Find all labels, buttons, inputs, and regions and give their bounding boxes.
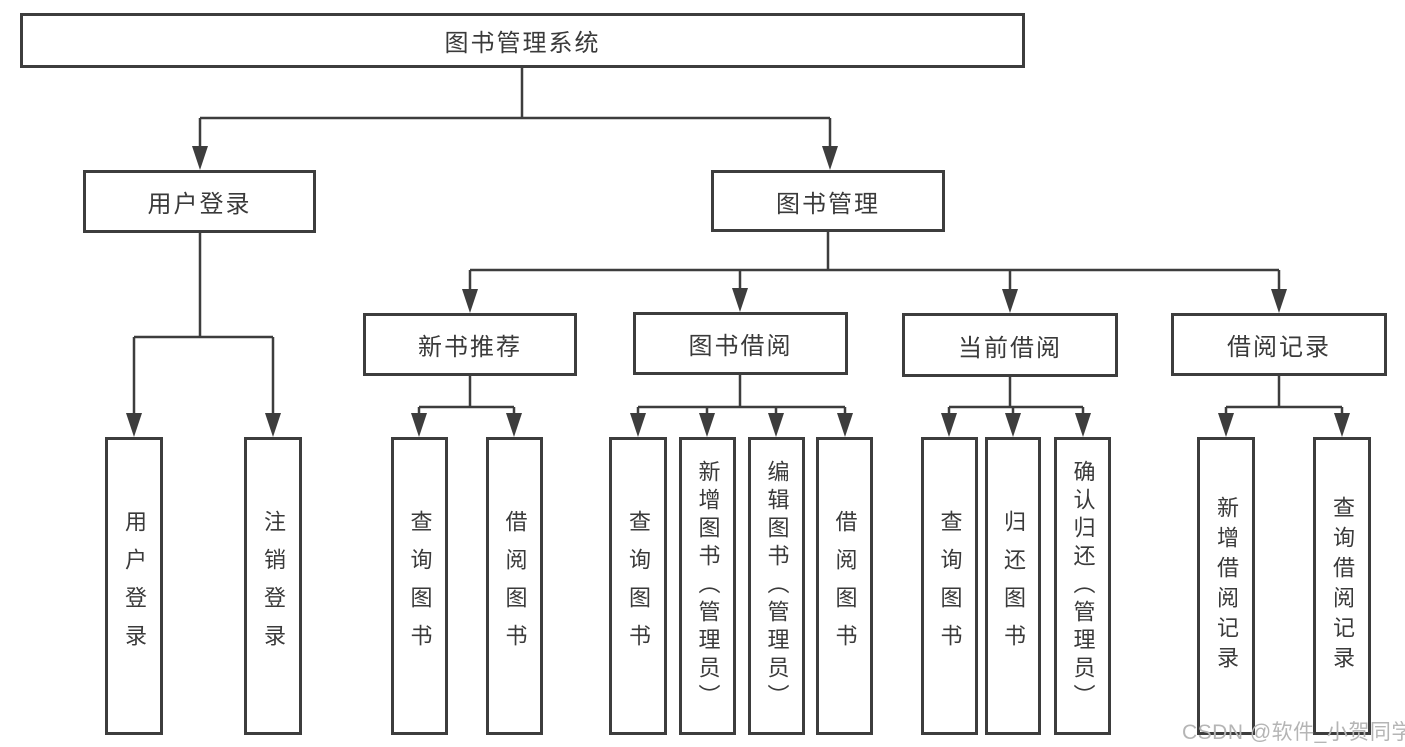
node-user-login-module: 用户登录 [83, 170, 316, 233]
node-label: 归还图书 [1001, 510, 1026, 662]
node-book-management-module: 图书管理 [711, 170, 945, 232]
node-label: 确认归还（管理员） [1070, 460, 1096, 712]
node-label: 查询图书 [937, 510, 963, 662]
node-label: 借阅图书 [832, 510, 858, 662]
node-label: 查询图书 [407, 510, 433, 662]
leaf-user-login: 用户登录 [105, 437, 163, 735]
node-borrowing-records: 借阅记录 [1171, 313, 1387, 376]
node-label: 新增图书（管理员） [695, 460, 721, 712]
node-label: 图书管理 [776, 190, 880, 218]
node-label: 用户登录 [147, 191, 252, 218]
leaf-add-borrow-record: 新增借阅记录 [1197, 437, 1255, 735]
node-label: 新书推荐 [418, 334, 522, 361]
leaf-borrow-books-2: 借阅图书 [816, 437, 873, 735]
node-label: 新增借阅记录 [1214, 496, 1239, 676]
node-label: 注销登录 [261, 510, 286, 662]
leaf-add-book-admin: 新增图书（管理员） [679, 437, 736, 735]
node-label: 图书借阅 [688, 333, 793, 360]
leaf-edit-book-admin: 编辑图书（管理员） [748, 437, 805, 735]
leaf-borrow-books-1: 借阅图书 [486, 437, 543, 735]
leaf-logout: 注销登录 [244, 437, 302, 735]
node-label: 编辑图书（管理员） [764, 460, 790, 712]
node-root-library-system: 图书管理系统 [20, 13, 1025, 68]
leaf-confirm-return-admin: 确认归还（管理员） [1054, 437, 1111, 735]
node-label: 查询借阅记录 [1330, 496, 1355, 676]
leaf-query-books-2: 查询图书 [609, 437, 667, 735]
node-new-book-recommend: 新书推荐 [363, 313, 577, 376]
leaf-query-books-3: 查询图书 [921, 437, 978, 735]
node-label: 查询图书 [626, 510, 651, 662]
node-label: 用户登录 [122, 510, 147, 662]
leaf-query-books-1: 查询图书 [391, 437, 448, 735]
node-book-borrowing: 图书借阅 [633, 312, 848, 375]
leaf-query-borrow-record: 查询借阅记录 [1313, 437, 1371, 735]
node-label: 借阅记录 [1227, 334, 1331, 361]
node-current-borrowing: 当前借阅 [902, 313, 1118, 377]
node-label: 当前借阅 [958, 334, 1062, 362]
node-label: 借阅图书 [502, 510, 528, 662]
node-label: 图书管理系统 [444, 30, 601, 57]
leaf-return-book: 归还图书 [985, 437, 1041, 735]
csdn-watermark: CSDN @软件_小贺同学 [1182, 721, 1405, 744]
